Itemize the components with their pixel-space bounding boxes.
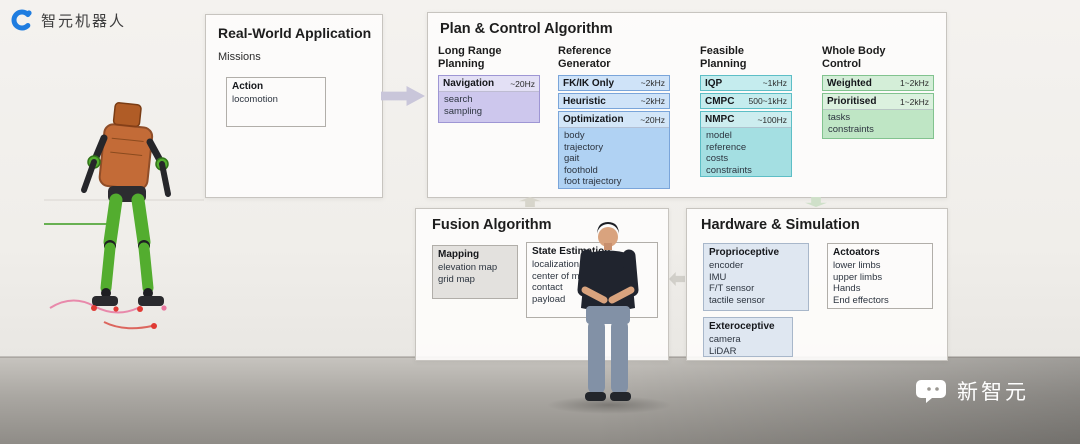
brand-logo-text: 智元机器人 <box>41 12 127 30</box>
block-item: model <box>706 130 732 141</box>
block-name: Optimization <box>563 114 624 125</box>
block-item: localization <box>532 259 579 270</box>
block-rate: ~20Hz <box>640 114 665 125</box>
block-name: FK/IK Only <box>563 77 615 89</box>
block-iqp: IQP ~1kHz <box>700 75 792 91</box>
block-name: Navigation <box>443 78 495 89</box>
block-item: camera <box>709 334 741 345</box>
panel-real-world-application: Real-World Application Missions Action l… <box>205 14 383 198</box>
block-item: lower limbs <box>833 260 881 271</box>
arrow-down-icon <box>805 197 827 207</box>
block-name: Mapping <box>438 249 480 260</box>
block-cmpc: CMPC 500~1kHz <box>700 93 792 109</box>
block-name: Action <box>232 81 264 92</box>
block-item: encoder <box>709 260 744 271</box>
block-item: Hands <box>833 283 861 294</box>
block-item: LiDAR <box>709 345 737 357</box>
missions-label: Missions <box>218 51 261 63</box>
column-label-feasible-planning: Feasible Planning <box>700 45 747 70</box>
block-prioritised: Prioritised 1~2kHz tasks constraints <box>822 93 934 139</box>
block-rate: ~100Hz <box>757 114 787 125</box>
block-proprioceptive: Proprioceptive encoder IMU F/T sensor ta… <box>703 243 809 311</box>
panel-title: Real-World Application <box>218 25 372 41</box>
block-nmpc: NMPC ~100Hz model reference costs constr… <box>700 111 792 177</box>
block-item: foothold <box>564 164 598 176</box>
block-name: CMPC <box>705 95 735 107</box>
block-item: End effectors <box>833 294 889 306</box>
block-name: Exteroceptive <box>709 321 775 332</box>
block-rate: 1~2kHz <box>899 78 929 88</box>
chat-bubble-icon <box>916 380 946 403</box>
panel-title: Hardware & Simulation <box>701 217 860 233</box>
robot-figure <box>44 102 204 330</box>
column-label-reference-generator: Reference Generator <box>558 45 612 70</box>
block-rate: ~20Hz <box>510 78 535 89</box>
block-name: State Estimation <box>532 246 611 257</box>
block-rate: 1~2kHz <box>899 96 929 107</box>
block-action: Action locomotion <box>226 77 326 127</box>
block-rate: ~1kHz <box>762 78 787 88</box>
column-label-whole-body-control: Whole Body Control <box>822 45 886 70</box>
brand-logo-icon <box>11 9 33 31</box>
block-rate: ~2kHz <box>640 96 665 106</box>
brand-logo: 智元机器人 <box>10 8 126 32</box>
presenter-shadow <box>546 396 672 414</box>
block-item: contact <box>532 282 563 293</box>
block-navigation: Navigation ~20Hz search sampling <box>438 75 540 123</box>
panel-hardware-simulation: Hardware & Simulation Proprioceptive enc… <box>686 208 948 361</box>
block-name: Proprioceptive <box>709 247 780 258</box>
block-item: payload <box>532 293 566 305</box>
block-item: F/T sensor <box>709 283 755 294</box>
block-fkik-only: FK/IK Only ~2kHz <box>558 75 670 91</box>
block-item: search <box>444 94 473 105</box>
block-item: body <box>564 130 585 141</box>
block-item: tasks <box>828 112 851 123</box>
block-item: grid map <box>438 273 475 285</box>
block-name: Weighted <box>827 77 872 89</box>
block-item: upper limbs <box>833 271 883 283</box>
panel-title: Fusion Algorithm <box>432 217 552 233</box>
block-heuristic: Heuristic ~2kHz <box>558 93 670 109</box>
presenter <box>577 222 639 401</box>
arrow-right-icon <box>381 86 425 106</box>
block-exteroceptive: Exteroceptive camera LiDAR <box>703 317 793 357</box>
block-name: Actoators <box>833 247 880 258</box>
stage-floor <box>0 357 1080 444</box>
block-item: trajectory <box>564 141 604 153</box>
block-item: reference <box>706 141 747 153</box>
block-mapping: Mapping elevation map grid map <box>432 245 518 299</box>
block-actoators: Actoators lower limbs upper limbs Hands … <box>827 243 933 309</box>
watermark-text: 新智元 <box>957 381 1029 404</box>
block-weighted: Weighted 1~2kHz <box>822 75 934 91</box>
block-name: Prioritised <box>827 96 877 107</box>
panel-plan-control: Plan & Control Algorithm Long Range Plan… <box>427 12 947 198</box>
block-name: NMPC <box>705 114 735 125</box>
column-label-long-range-planning: Long Range Planning <box>438 45 502 70</box>
block-item: sampling <box>444 105 483 117</box>
block-name: Heuristic <box>563 95 606 107</box>
block-optimization: Optimization ~20Hz body trajectory gait … <box>558 111 670 189</box>
block-item: constraints <box>828 123 874 135</box>
block-item: tactile sensor <box>709 294 765 306</box>
block-name: IQP <box>705 77 723 89</box>
block-item: center of mass <box>532 270 595 282</box>
block-rate: 500~1kHz <box>748 96 787 106</box>
watermark: 新智元 <box>916 376 1029 406</box>
block-item: IMU <box>709 271 727 283</box>
block-item: gait <box>564 153 580 164</box>
block-rate: ~2kHz <box>640 78 665 88</box>
block-item: costs <box>706 153 729 164</box>
block-item: foot trajectory <box>564 176 622 187</box>
arrow-up-icon <box>519 197 541 207</box>
block-item: elevation map <box>438 262 498 273</box>
panel-title: Plan & Control Algorithm <box>440 21 613 37</box>
block-item: locomotion <box>232 94 278 105</box>
block-item: constraints <box>706 164 752 176</box>
